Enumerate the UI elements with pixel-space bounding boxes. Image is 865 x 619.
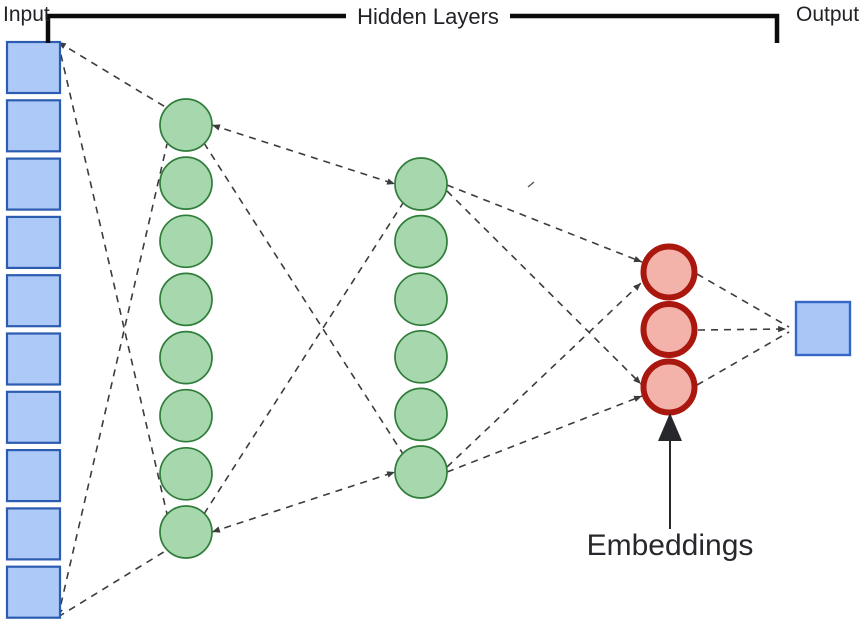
connector-line bbox=[697, 325, 787, 333]
embedding-node bbox=[640, 301, 698, 358]
connector-line bbox=[446, 282, 642, 468]
hidden2-node bbox=[394, 387, 448, 442]
hidden2-node bbox=[394, 214, 448, 269]
embedding-node bbox=[640, 243, 698, 301]
output-node bbox=[794, 300, 852, 357]
connector-line bbox=[203, 142, 404, 455]
input-node bbox=[5, 40, 62, 95]
input-label: Input bbox=[3, 3, 50, 26]
hidden2-node bbox=[394, 272, 448, 327]
embeddings-arrowhead bbox=[658, 413, 682, 441]
connector-line bbox=[57, 549, 168, 618]
connector-lines bbox=[56, 41, 790, 618]
connector-line bbox=[446, 395, 643, 473]
hidden1-node bbox=[159, 156, 213, 210]
connector-line bbox=[446, 190, 642, 385]
input-node bbox=[5, 449, 62, 503]
connector-line bbox=[446, 184, 643, 263]
embeddings-label: Embeddings bbox=[586, 529, 754, 562]
hidden2-node bbox=[394, 157, 448, 211]
input-node bbox=[5, 215, 62, 269]
embedding-node bbox=[640, 358, 698, 416]
input-layer bbox=[5, 40, 62, 619]
output-label: Output bbox=[796, 3, 860, 26]
bracket-right bbox=[510, 13, 780, 43]
embeddings-arrow bbox=[658, 413, 682, 529]
connector-line bbox=[211, 471, 396, 533]
hidden1-node bbox=[159, 272, 213, 327]
hidden1-node bbox=[159, 98, 213, 152]
hidden-layers-bracket bbox=[45, 13, 780, 43]
bracket-left bbox=[45, 13, 346, 43]
connector-line bbox=[56, 143, 168, 618]
connector-line bbox=[696, 273, 790, 328]
input-node bbox=[5, 332, 62, 386]
hidden-layer-1 bbox=[159, 98, 213, 559]
hidden1-node bbox=[159, 388, 213, 443]
connector-line bbox=[696, 331, 790, 386]
hidden1-node bbox=[159, 505, 213, 559]
hidden-layer-2 bbox=[394, 157, 448, 499]
input-node bbox=[5, 565, 62, 619]
hidden1-node bbox=[159, 446, 213, 501]
connector-line bbox=[211, 124, 396, 185]
embeddings-layer bbox=[640, 243, 698, 416]
input-node bbox=[5, 99, 62, 153]
hidden-layers-label: Hidden Layers bbox=[357, 4, 499, 29]
connector-line bbox=[203, 202, 404, 515]
input-node bbox=[5, 507, 62, 561]
hidden2-node bbox=[394, 445, 448, 499]
input-node bbox=[5, 390, 62, 444]
hidden1-node bbox=[159, 214, 213, 269]
stray-mark bbox=[527, 181, 535, 188]
hidden1-node bbox=[159, 330, 213, 385]
hidden2-node bbox=[394, 329, 448, 384]
input-node bbox=[5, 274, 62, 328]
connector-line bbox=[57, 41, 168, 515]
input-node bbox=[5, 157, 62, 211]
connector-line bbox=[57, 41, 168, 109]
